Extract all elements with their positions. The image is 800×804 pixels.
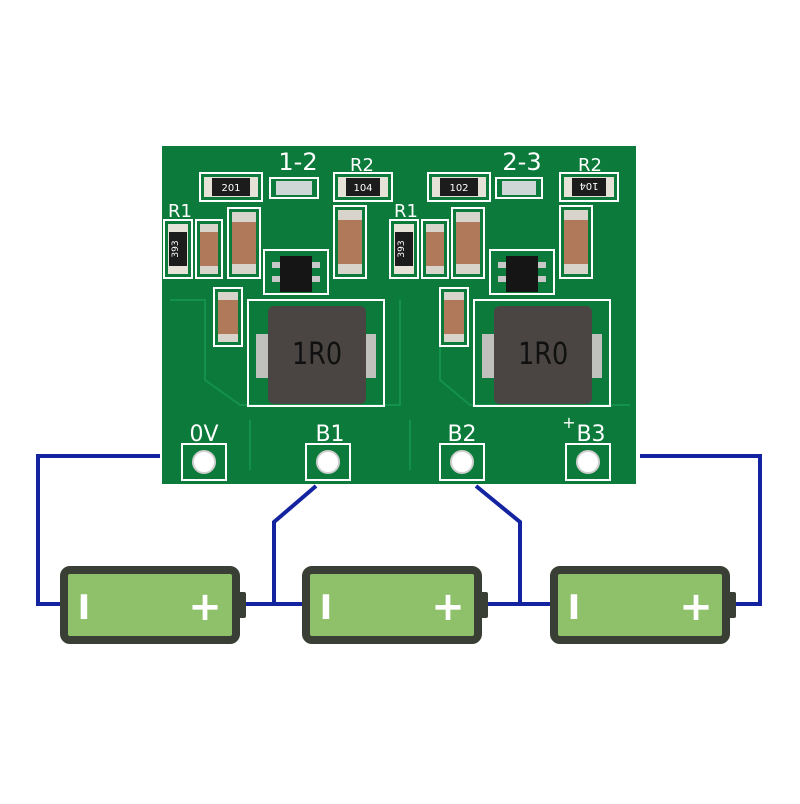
resistor-code: 104	[579, 180, 598, 191]
pad-b2: B2	[439, 422, 485, 481]
battery-2: I +	[302, 566, 488, 644]
section-label-1-2: 1-2	[278, 148, 317, 176]
resistor-right-top: 102	[427, 172, 491, 202]
resistor-left-r2: 104	[333, 172, 393, 202]
pcb-board: 201 1-2 R2 104 R1 393	[162, 146, 636, 484]
battery-plus: +	[431, 584, 465, 630]
r1-label-left: R1	[168, 201, 192, 222]
r2-label-right: R2	[578, 155, 602, 176]
r2-label-left: R2	[350, 155, 374, 176]
pad-b3: B3 +	[562, 413, 611, 481]
r1-label-right: R1	[394, 201, 418, 222]
pad-label-b3: B3	[576, 422, 605, 447]
capacitor-right-a	[421, 219, 449, 279]
battery-minus: I	[568, 588, 581, 628]
resistor-left-top: 201	[199, 172, 263, 202]
capacitor-right-d	[439, 287, 469, 347]
resistor-code: 102	[449, 183, 468, 194]
resistor-right-r2: 104	[559, 172, 619, 202]
section-label-2-3: 2-3	[502, 148, 541, 176]
capacitor-right-b	[451, 207, 485, 279]
battery-plus: +	[188, 584, 222, 630]
transistor-left	[263, 249, 329, 295]
inductor-right: 1R0	[473, 299, 611, 407]
wire-0v	[36, 454, 160, 606]
battery-minus: I	[78, 588, 91, 628]
inductor-marking: 1R0	[518, 336, 568, 372]
pad-label-0v: 0V	[189, 422, 218, 447]
copper-traces	[170, 299, 630, 470]
pad-b1: B1	[305, 422, 351, 481]
inductor-left: 1R0	[247, 299, 385, 407]
plus-mark: +	[562, 413, 575, 432]
resistor-code: 393	[397, 240, 407, 257]
battery-plus: +	[679, 584, 713, 630]
pad-label-b2: B2	[447, 422, 476, 447]
capacitor-left-b	[227, 207, 261, 279]
capacitor-left-c	[333, 205, 367, 279]
inductor-marking: 1R0	[292, 336, 342, 372]
capacitor-left-a	[195, 219, 223, 279]
led-right	[495, 177, 543, 199]
capacitor-left-d	[213, 287, 243, 347]
pad-0v: 0V	[181, 422, 227, 481]
pad-label-b1: B1	[315, 422, 344, 447]
capacitor-right-c	[559, 205, 593, 279]
transistor-right	[489, 249, 555, 295]
resistor-left-r1: 393	[163, 219, 193, 279]
resistor-code: 104	[353, 183, 372, 194]
battery-3: I +	[550, 566, 736, 644]
battery-minus: I	[320, 588, 333, 628]
battery-1: I +	[60, 566, 246, 644]
wire-b3	[640, 454, 762, 606]
wire-b2	[474, 484, 552, 606]
resistor-code: 393	[171, 240, 181, 257]
resistor-code: 201	[221, 183, 240, 194]
wires	[36, 454, 762, 606]
resistor-right-r1: 393	[389, 219, 419, 279]
led-left	[269, 177, 319, 199]
